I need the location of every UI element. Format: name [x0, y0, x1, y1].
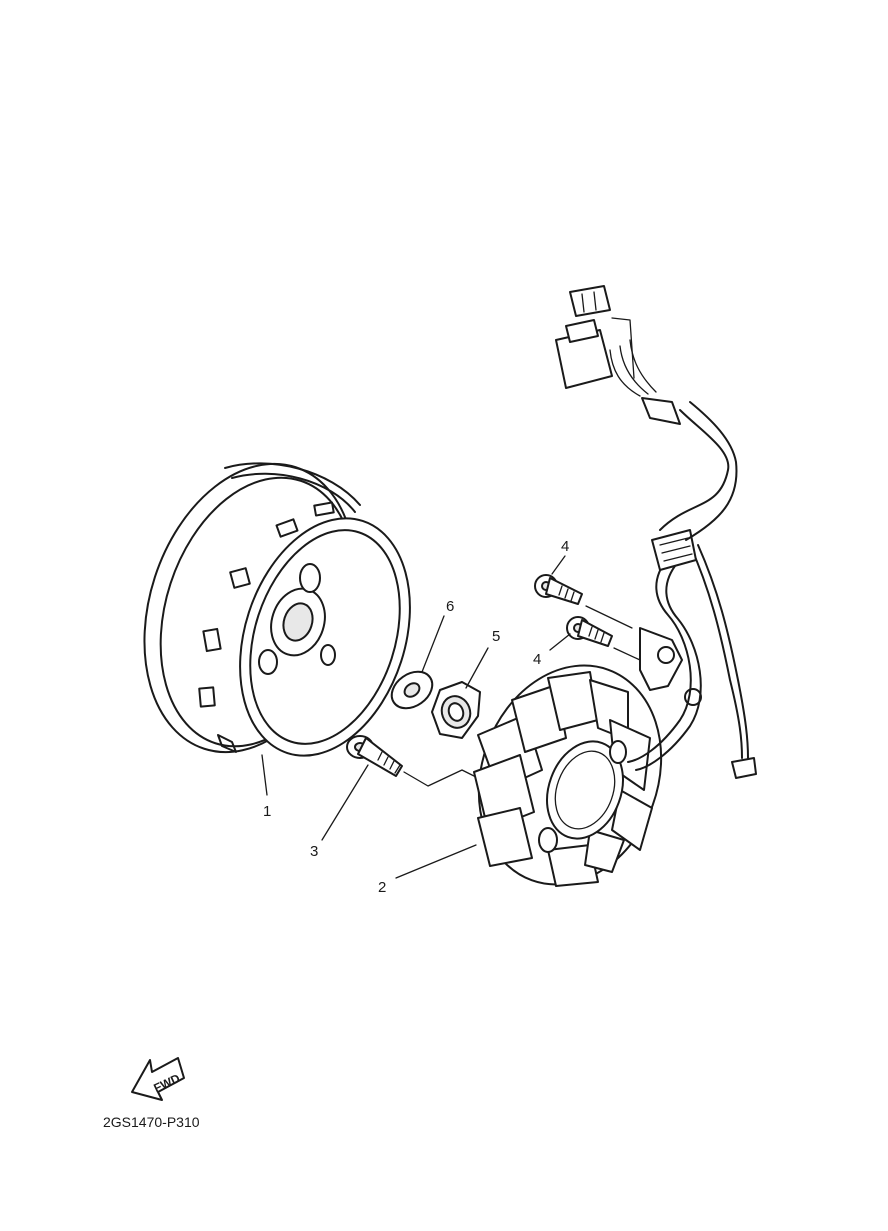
nut: [431, 681, 481, 739]
callout-4-lower: 4: [533, 651, 541, 668]
callout-6: 6: [446, 598, 454, 615]
bolt: [346, 735, 403, 777]
callout-5: 5: [492, 628, 500, 645]
bolt-axis-line: [403, 769, 479, 787]
screw-lower: [566, 616, 613, 647]
leader-3: [321, 764, 369, 841]
wire-harness: [555, 285, 757, 779]
stator-assembly: [473, 664, 663, 887]
callout-1: 1: [263, 803, 271, 820]
callout-4-upper: 4: [561, 538, 569, 555]
screw-axis-line-lower: [613, 647, 641, 661]
rotor-flywheel: [143, 462, 411, 757]
screw-axis-line-upper: [585, 605, 633, 629]
leader-4-lower: [549, 633, 571, 651]
callout-3: 3: [310, 843, 318, 860]
leader-4-upper: [551, 555, 566, 575]
leader-6: [421, 615, 445, 673]
screw-upper: [534, 574, 583, 605]
callout-2: 2: [378, 879, 386, 896]
leader-2: [395, 844, 477, 879]
fwd-arrow-icon: FWD: [131, 1057, 185, 1101]
washer: [390, 670, 434, 710]
diagram-code: 2GS1470-P310: [103, 1114, 200, 1130]
leader-1: [261, 754, 268, 796]
leader-5: [465, 647, 489, 689]
